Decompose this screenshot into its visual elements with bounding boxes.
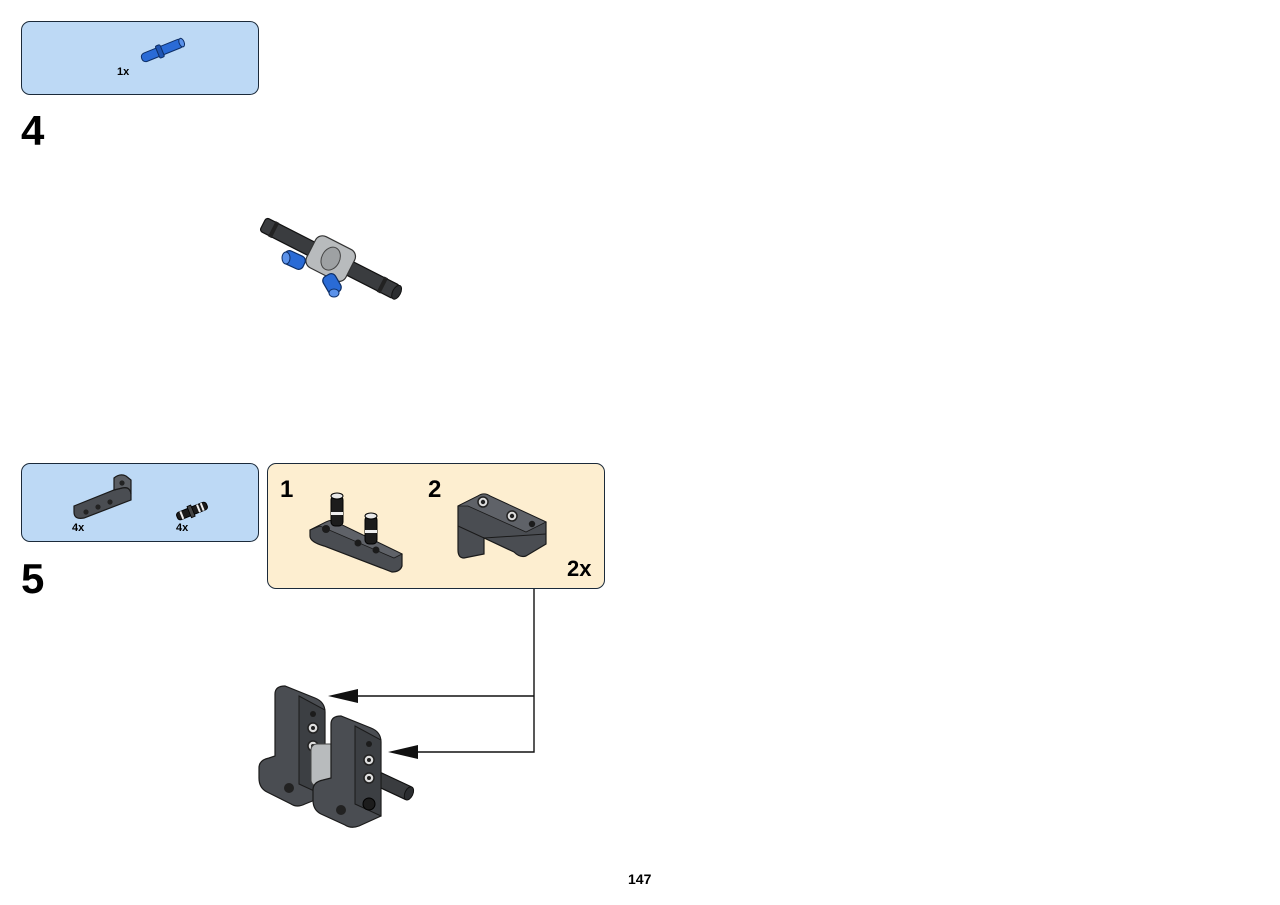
step4-assembly-icon (259, 217, 403, 300)
part-qty: 4x (176, 522, 189, 534)
beam-with-pins-icon (309, 492, 403, 573)
step-number: 4 (21, 107, 45, 154)
step4-parts-box: 1x (21, 21, 259, 95)
page-number: 147 (628, 871, 652, 887)
step-number: 5 (21, 555, 45, 602)
subassembly-multiplier: 2x (567, 556, 592, 581)
substep-number: 2 (428, 476, 442, 503)
part-qty: 4x (72, 522, 85, 534)
subassembly-callout: 1 2 2x (267, 463, 605, 589)
substep-number: 1 (280, 476, 294, 503)
step5-assembly-icon (258, 685, 415, 828)
black-friction-pin-icon (176, 501, 208, 521)
step5-parts-box: 4x 4x (21, 463, 259, 542)
double-beam-icon (457, 493, 547, 559)
part-qty: 1x (117, 66, 130, 78)
dark-gray-l-beam-icon (73, 474, 132, 519)
blue-axle-pin-icon (140, 37, 186, 63)
